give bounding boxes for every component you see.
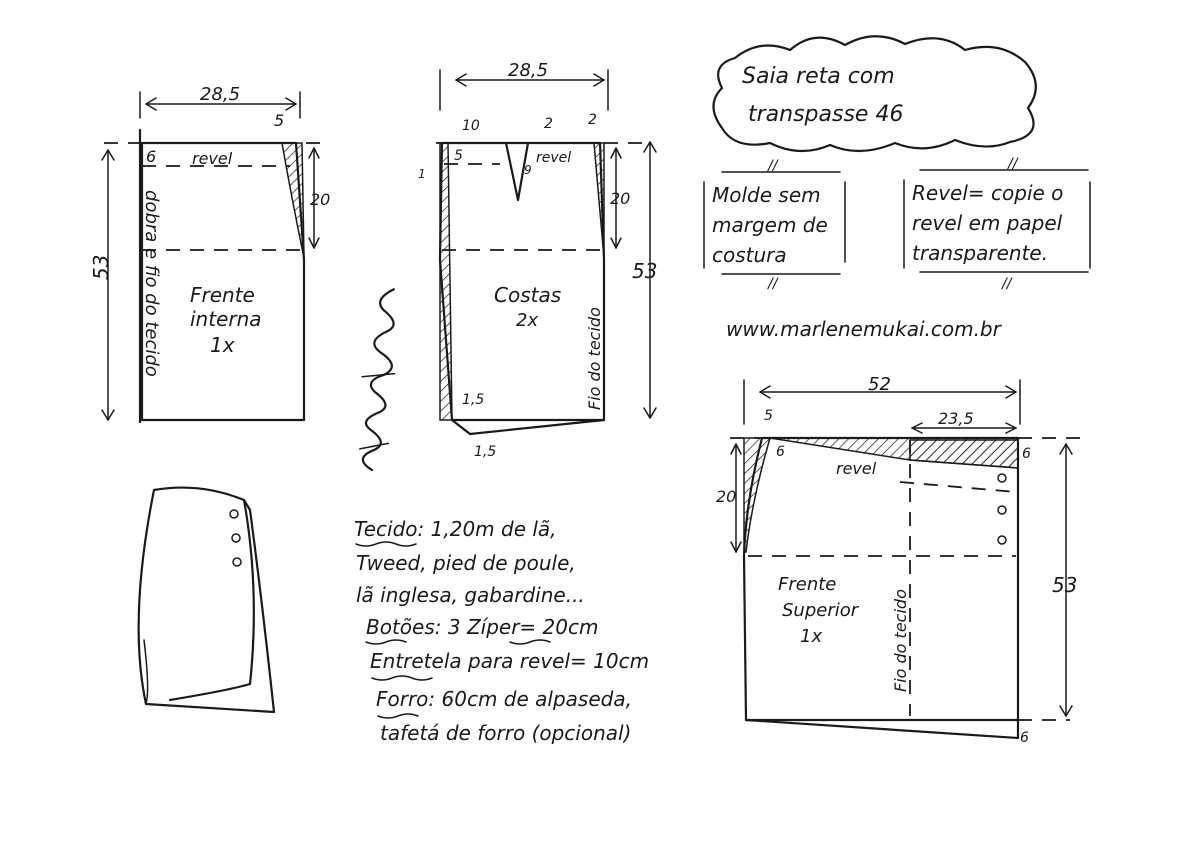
back-side: 2	[588, 112, 597, 128]
front-upper-revel-width: 23,5	[938, 409, 974, 428]
piece-front-inner: 28,5 5 53 20 6 revel dobra e fio do teci…	[89, 84, 330, 424]
front-inner-width: 28,5	[200, 84, 240, 105]
front-upper-revel-label: revel	[836, 459, 877, 478]
back-grain: Fio do tecido	[585, 307, 604, 410]
front-inner-name-3: 1x	[210, 333, 235, 357]
back-revel-depth: 5	[454, 148, 463, 164]
note-revel-line-2: revel em papel	[912, 211, 1063, 235]
back-top-left: 1	[418, 167, 426, 181]
front-upper-name-3: 1x	[800, 626, 822, 647]
note-revel: // Revel= copie o revel em papel transpa…	[903, 156, 1091, 292]
back-height: 53	[632, 259, 657, 283]
button-icon	[231, 533, 241, 543]
skirt-sketch	[137, 486, 276, 714]
title-line-2: transpasse 46	[748, 102, 903, 127]
front-upper-height: 53	[1052, 573, 1077, 597]
back-hem-a: 1,5	[462, 392, 484, 408]
note-no-margin-line-3: costura	[712, 243, 787, 267]
front-inner-name-2: interna	[190, 307, 262, 331]
front-upper-revel-depth: 6	[776, 444, 785, 460]
website: www.marlenemukai.com.br	[726, 317, 1003, 341]
front-upper-side: 5	[764, 408, 773, 424]
front-inner-hip: 20	[310, 190, 330, 209]
front-inner-revel-depth: 6	[146, 147, 156, 166]
signature	[359, 288, 396, 472]
button-icon	[997, 473, 1007, 483]
piece-back: 28,5 10 2 9 2 5 1 revel 20 53 1,5 1,5 Fi…	[418, 60, 657, 460]
back-name-1: Costas	[494, 283, 561, 307]
note-no-margin-line-1: Molde sem	[712, 183, 821, 207]
materials-line-5: Entretela para revel= 10cm	[370, 649, 649, 673]
materials-line-7: tafetá de forro (opcional)	[380, 721, 631, 745]
front-upper-revel-depth-right: 6	[1022, 446, 1031, 462]
button-icon	[232, 557, 242, 567]
front-inner-grain: dobra e fio do tecido	[141, 190, 162, 377]
title-line-1: Saia reta com	[742, 64, 895, 89]
note-no-margin: // Molde sem margem de costura //	[703, 158, 846, 292]
note-revel-line-1: Revel= copie o	[912, 181, 1063, 205]
button-icon	[997, 535, 1007, 545]
back-hem-b: 1,5	[474, 444, 496, 460]
title-cloud: Saia reta com transpasse 46	[712, 35, 1037, 153]
materials-line-2: Tweed, pied de poule,	[356, 551, 576, 575]
back-hip: 20	[610, 189, 630, 208]
piece-front-upper: 52 5 23,5 6 6 revel 20 53 6 Fio do tecid…	[716, 374, 1080, 746]
back-name-2: 2x	[516, 310, 538, 331]
front-upper-hip: 20	[716, 487, 736, 506]
front-inner-height: 53	[89, 255, 113, 280]
back-dart-width: 2	[544, 116, 553, 132]
button-icon	[997, 505, 1007, 515]
svg-text://: //	[766, 276, 779, 292]
front-upper-name-1: Frente	[778, 574, 836, 595]
front-inner-revel-label: revel	[192, 149, 233, 168]
back-dart-length: 9	[524, 163, 532, 177]
front-inner-dart: 5	[274, 111, 284, 130]
svg-text://: //	[766, 158, 779, 174]
materials-line-1: Tecido: 1,20m de lã,	[354, 517, 557, 541]
front-upper-hem: 6	[1020, 730, 1029, 746]
back-revel-label: revel	[536, 150, 571, 166]
note-revel-line-3: transparente.	[912, 241, 1048, 265]
materials: Tecido: 1,20m de lã, Tweed, pied de poul…	[354, 517, 649, 745]
front-upper-name-2: Superior	[782, 600, 860, 621]
front-upper-grain: Fio do tecido	[891, 589, 910, 692]
materials-line-4: Botões: 3 Zíper= 20cm	[366, 615, 598, 639]
note-no-margin-line-2: margem de	[712, 213, 828, 237]
front-upper-width: 52	[868, 374, 891, 395]
svg-text://: //	[1000, 276, 1013, 292]
svg-text://: //	[1006, 156, 1019, 172]
button-icon	[229, 509, 239, 519]
materials-line-6: Forro: 60cm de alpaseda,	[376, 687, 632, 711]
back-width: 28,5	[508, 60, 548, 81]
front-inner-name-1: Frente	[190, 283, 255, 307]
materials-line-3: lã inglesa, gabardine...	[356, 583, 585, 607]
back-dart-pos: 10	[462, 118, 480, 134]
